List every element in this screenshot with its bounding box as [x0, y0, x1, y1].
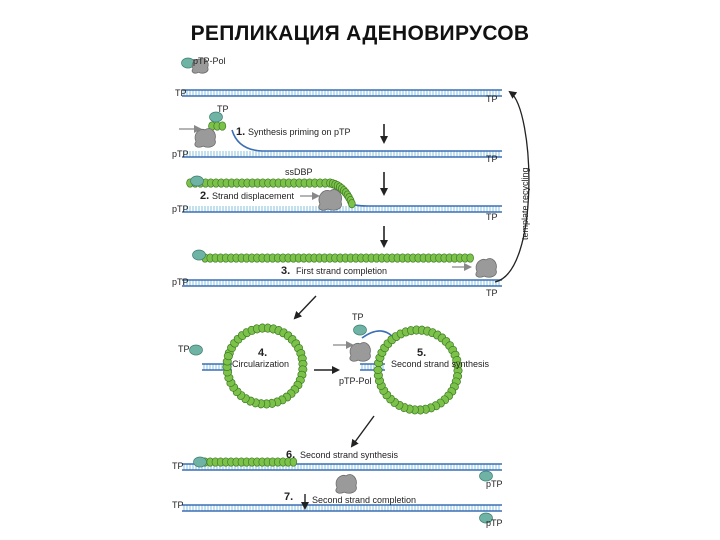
step-4-caption: Circularization	[232, 359, 289, 369]
ssdbp-chain	[186, 178, 329, 188]
dna-duplex	[182, 504, 502, 512]
ssdbp-chain	[201, 253, 474, 263]
tp-label: TP	[178, 344, 190, 354]
terminal-protein	[192, 249, 206, 261]
ssdbp-chain	[201, 457, 298, 467]
template-recycling-label: template recycling	[520, 167, 530, 240]
ssdbp-bead	[348, 199, 356, 209]
terminal-protein	[189, 344, 203, 356]
ssdbp-label: ssDBP	[285, 167, 313, 177]
dna-strand	[231, 129, 502, 152]
tp-label: TP	[486, 94, 498, 104]
terminal-protein	[479, 512, 493, 524]
dna-duplex	[182, 151, 502, 158]
ssdbp-bead	[289, 457, 298, 467]
step-2-caption: Strand displacement	[212, 191, 295, 201]
step-3-number: 3.	[281, 265, 290, 277]
dna-duplex	[182, 279, 502, 287]
terminal-protein	[479, 470, 493, 482]
dna-polymerase	[349, 342, 371, 362]
step-7-caption: Second strand completion	[312, 495, 416, 505]
dna-duplex	[182, 206, 502, 213]
step-1-caption: Synthesis priming on pTP	[248, 127, 351, 137]
dna-duplexes	[182, 89, 502, 512]
ssdbp-bead	[373, 366, 383, 374]
template-recycling-arrow	[494, 90, 530, 283]
dna-polymerase	[475, 258, 497, 278]
ptp-label: pTP	[486, 518, 503, 528]
tp-label: TP	[486, 212, 498, 222]
ssdbp-bead	[218, 121, 227, 131]
step-arrow	[293, 295, 317, 320]
ptp-pol-label: pTP-Pol	[193, 56, 226, 66]
step-7-number: 7.	[284, 491, 293, 503]
step-5-caption: Second strand synthesis	[391, 359, 490, 369]
dna-strand	[361, 330, 393, 339]
dna-polymerase	[318, 189, 343, 211]
step-5-number: 5.	[417, 347, 426, 359]
step-6-caption: Second strand synthesis	[300, 450, 399, 460]
dna-polymerase	[335, 474, 357, 494]
ssdbp-coated-strands	[186, 121, 474, 467]
dna-duplex	[182, 89, 502, 97]
tp-label: TP	[172, 461, 184, 471]
dna-strand	[351, 203, 502, 207]
terminal-protein	[209, 111, 223, 123]
tp-label: TP	[352, 312, 364, 322]
terminal-protein	[190, 175, 204, 187]
ssdbp-chain	[222, 323, 308, 409]
tp-label: TP	[172, 500, 184, 510]
ssdbp-chain	[373, 325, 463, 415]
ptp-label: pTP	[172, 149, 189, 159]
ptp-label: pTP	[172, 204, 189, 214]
tp-label: TP	[486, 288, 498, 298]
page-title: РЕПЛИКАЦИЯ АДЕНОВИРУСОВ	[190, 22, 530, 45]
proteins	[181, 57, 497, 524]
flow-arrows	[179, 90, 530, 510]
step-1-number: 1.	[236, 126, 245, 138]
ssdbp-bead	[223, 352, 233, 361]
tp-label: TP	[486, 154, 498, 164]
ptp-label: pTP	[486, 479, 503, 489]
tp-label: TP	[217, 104, 229, 114]
step-arrow	[350, 415, 375, 448]
ssdbp-chain	[326, 178, 356, 209]
tp-label: TP	[175, 88, 187, 98]
step-2-number: 2.	[200, 190, 209, 202]
step-6-number: 6.	[286, 449, 295, 461]
ssdbp-bead	[466, 253, 474, 263]
step-3-caption: First strand completion	[296, 266, 387, 276]
terminal-protein	[353, 324, 367, 336]
ptp-label: pTP	[172, 277, 189, 287]
ssdbp-chain	[208, 121, 227, 131]
dna-polymerase	[191, 58, 209, 74]
terminal-protein	[193, 456, 207, 468]
ptp-pol-label: pTP-Pol	[339, 376, 372, 386]
step-4-number: 4.	[258, 347, 267, 359]
dna-polymerase	[194, 128, 216, 148]
